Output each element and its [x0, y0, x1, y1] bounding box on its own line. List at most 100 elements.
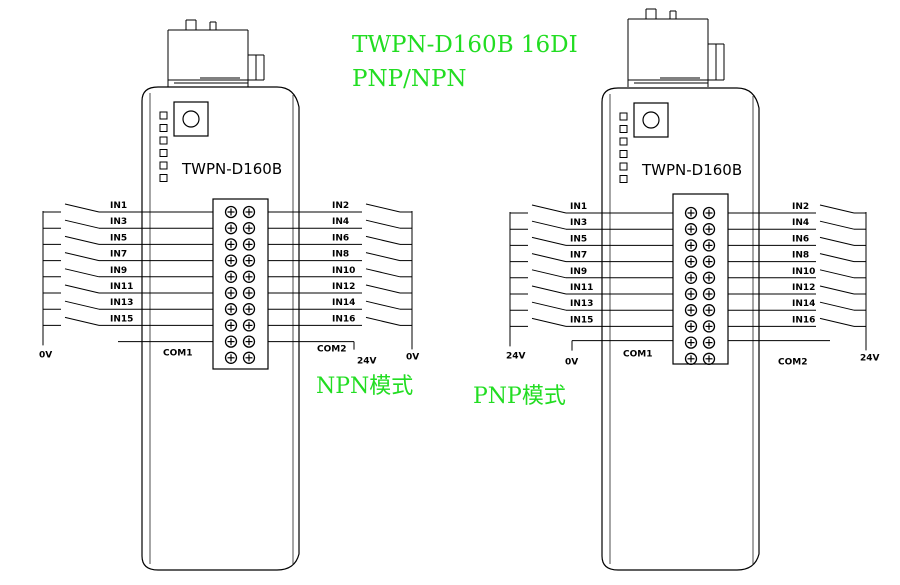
terminal-screw-icon	[684, 320, 698, 333]
switch-lever	[531, 204, 567, 214]
input-label-left: IN15	[110, 314, 133, 324]
module-body	[601, 87, 760, 571]
com-left-label: COM1	[623, 350, 652, 360]
terminal-screw-icon	[702, 223, 716, 236]
terminal-screw-icon	[224, 286, 238, 300]
switch-lever	[64, 219, 100, 229]
terminal-screw-icon	[242, 270, 256, 283]
pnp-mode-label: PNP模式	[473, 384, 566, 409]
terminal-screw-icon	[702, 206, 716, 220]
switch-lever	[819, 285, 855, 295]
input-label-left: IN5	[570, 234, 587, 244]
terminal-screw-icon	[702, 352, 716, 365]
terminal-screw-icon	[684, 336, 698, 349]
switch-lever	[64, 252, 100, 262]
terminal-screw-icon	[224, 222, 238, 235]
address-button-frame	[633, 102, 669, 138]
terminal-screw-icon	[684, 352, 698, 365]
right-rail-label: 0V	[406, 352, 419, 362]
terminal-screw-icon	[242, 286, 256, 300]
input-label-right: IN6	[792, 234, 809, 244]
switch-lever	[365, 252, 401, 262]
module-body	[141, 86, 300, 571]
npn-mode-label: NPN模式	[316, 374, 414, 399]
switch-lever	[531, 236, 567, 246]
switch-lever	[531, 317, 567, 327]
left-rail-label: 0V	[39, 350, 52, 360]
switch-lever	[365, 219, 401, 229]
right-rail-label: 24V	[860, 353, 880, 363]
switch-lever	[531, 301, 567, 311]
input-label-left: IN9	[110, 266, 127, 276]
switch-lever	[64, 300, 100, 310]
switch-lever	[819, 220, 855, 230]
switch-lever	[365, 268, 401, 278]
switch-lever	[531, 253, 567, 263]
com-right-label: COM2	[317, 345, 346, 355]
switch-lever	[819, 253, 855, 263]
input-label-right: IN14	[792, 299, 815, 309]
status-led-icon	[159, 161, 168, 170]
terminal-screw-icon	[224, 270, 238, 283]
status-led-icon	[619, 125, 628, 133]
switch-lever	[64, 235, 100, 245]
switch-lever	[365, 235, 401, 245]
status-led-icon	[159, 124, 168, 132]
input-label-left: IN1	[110, 201, 127, 211]
left-rail-label: 24V	[506, 351, 526, 361]
terminal-screw-icon	[224, 238, 238, 251]
com-right-label: COM2	[778, 358, 807, 368]
status-led-icon	[619, 162, 628, 171]
terminal-screw-icon	[242, 303, 256, 316]
input-label-left: IN11	[570, 283, 593, 293]
terminal-screw-icon	[224, 254, 238, 267]
input-label-right: IN14	[332, 298, 355, 308]
terminal-screw-icon	[684, 206, 698, 220]
input-label-left: IN3	[570, 218, 587, 228]
input-label-left: IN13	[570, 299, 593, 309]
switch-lever	[531, 269, 567, 279]
status-led-icon	[619, 150, 628, 158]
input-label-right: IN12	[332, 282, 355, 292]
switch-lever	[819, 317, 855, 327]
input-label-left: IN7	[110, 250, 127, 260]
input-label-left: IN13	[110, 298, 133, 308]
input-label-left: IN11	[110, 282, 133, 292]
terminal-screw-icon	[224, 335, 238, 348]
terminal-screw-icon	[242, 335, 256, 348]
input-label-left: IN3	[110, 217, 127, 227]
status-led-icon	[619, 175, 628, 183]
com-left-label: COM1	[163, 349, 192, 359]
input-label-right: IN16	[792, 315, 815, 325]
switch-lever	[64, 203, 100, 213]
terminal-screw-icon	[702, 271, 716, 284]
status-led-icon	[159, 149, 168, 157]
terminal-screw-icon	[242, 222, 256, 235]
input-label-left: IN9	[570, 267, 587, 277]
input-label-left: IN5	[110, 233, 127, 243]
terminal-screw-icon	[684, 304, 698, 317]
input-label-right: IN4	[332, 217, 349, 227]
status-led-icon	[159, 111, 168, 120]
diagram-npn: TWPN-D160BIN1IN3IN5IN7IN9IN11IN13IN15IN2…	[39, 19, 419, 571]
switch-lever	[64, 316, 100, 326]
title-line2: PNP/NPN	[352, 66, 467, 92]
terminal-screw-icon	[702, 304, 716, 317]
switch-lever	[64, 284, 100, 294]
terminal-screw-icon	[224, 205, 238, 219]
terminal-screw-icon	[684, 223, 698, 236]
terminal-screw-icon	[702, 255, 716, 268]
switch-lever	[64, 268, 100, 278]
switch-lever	[819, 269, 855, 279]
status-led-icon	[159, 174, 168, 182]
terminal-screw-icon	[702, 287, 716, 301]
terminal-block	[672, 193, 729, 365]
terminal-screw-icon	[684, 239, 698, 252]
input-label-right: IN8	[332, 250, 349, 260]
input-label-right: IN2	[792, 202, 809, 212]
terminal-block	[212, 198, 269, 370]
input-label-left: IN15	[570, 315, 593, 325]
status-led-icon	[159, 136, 168, 145]
input-label-right: IN6	[332, 233, 349, 243]
